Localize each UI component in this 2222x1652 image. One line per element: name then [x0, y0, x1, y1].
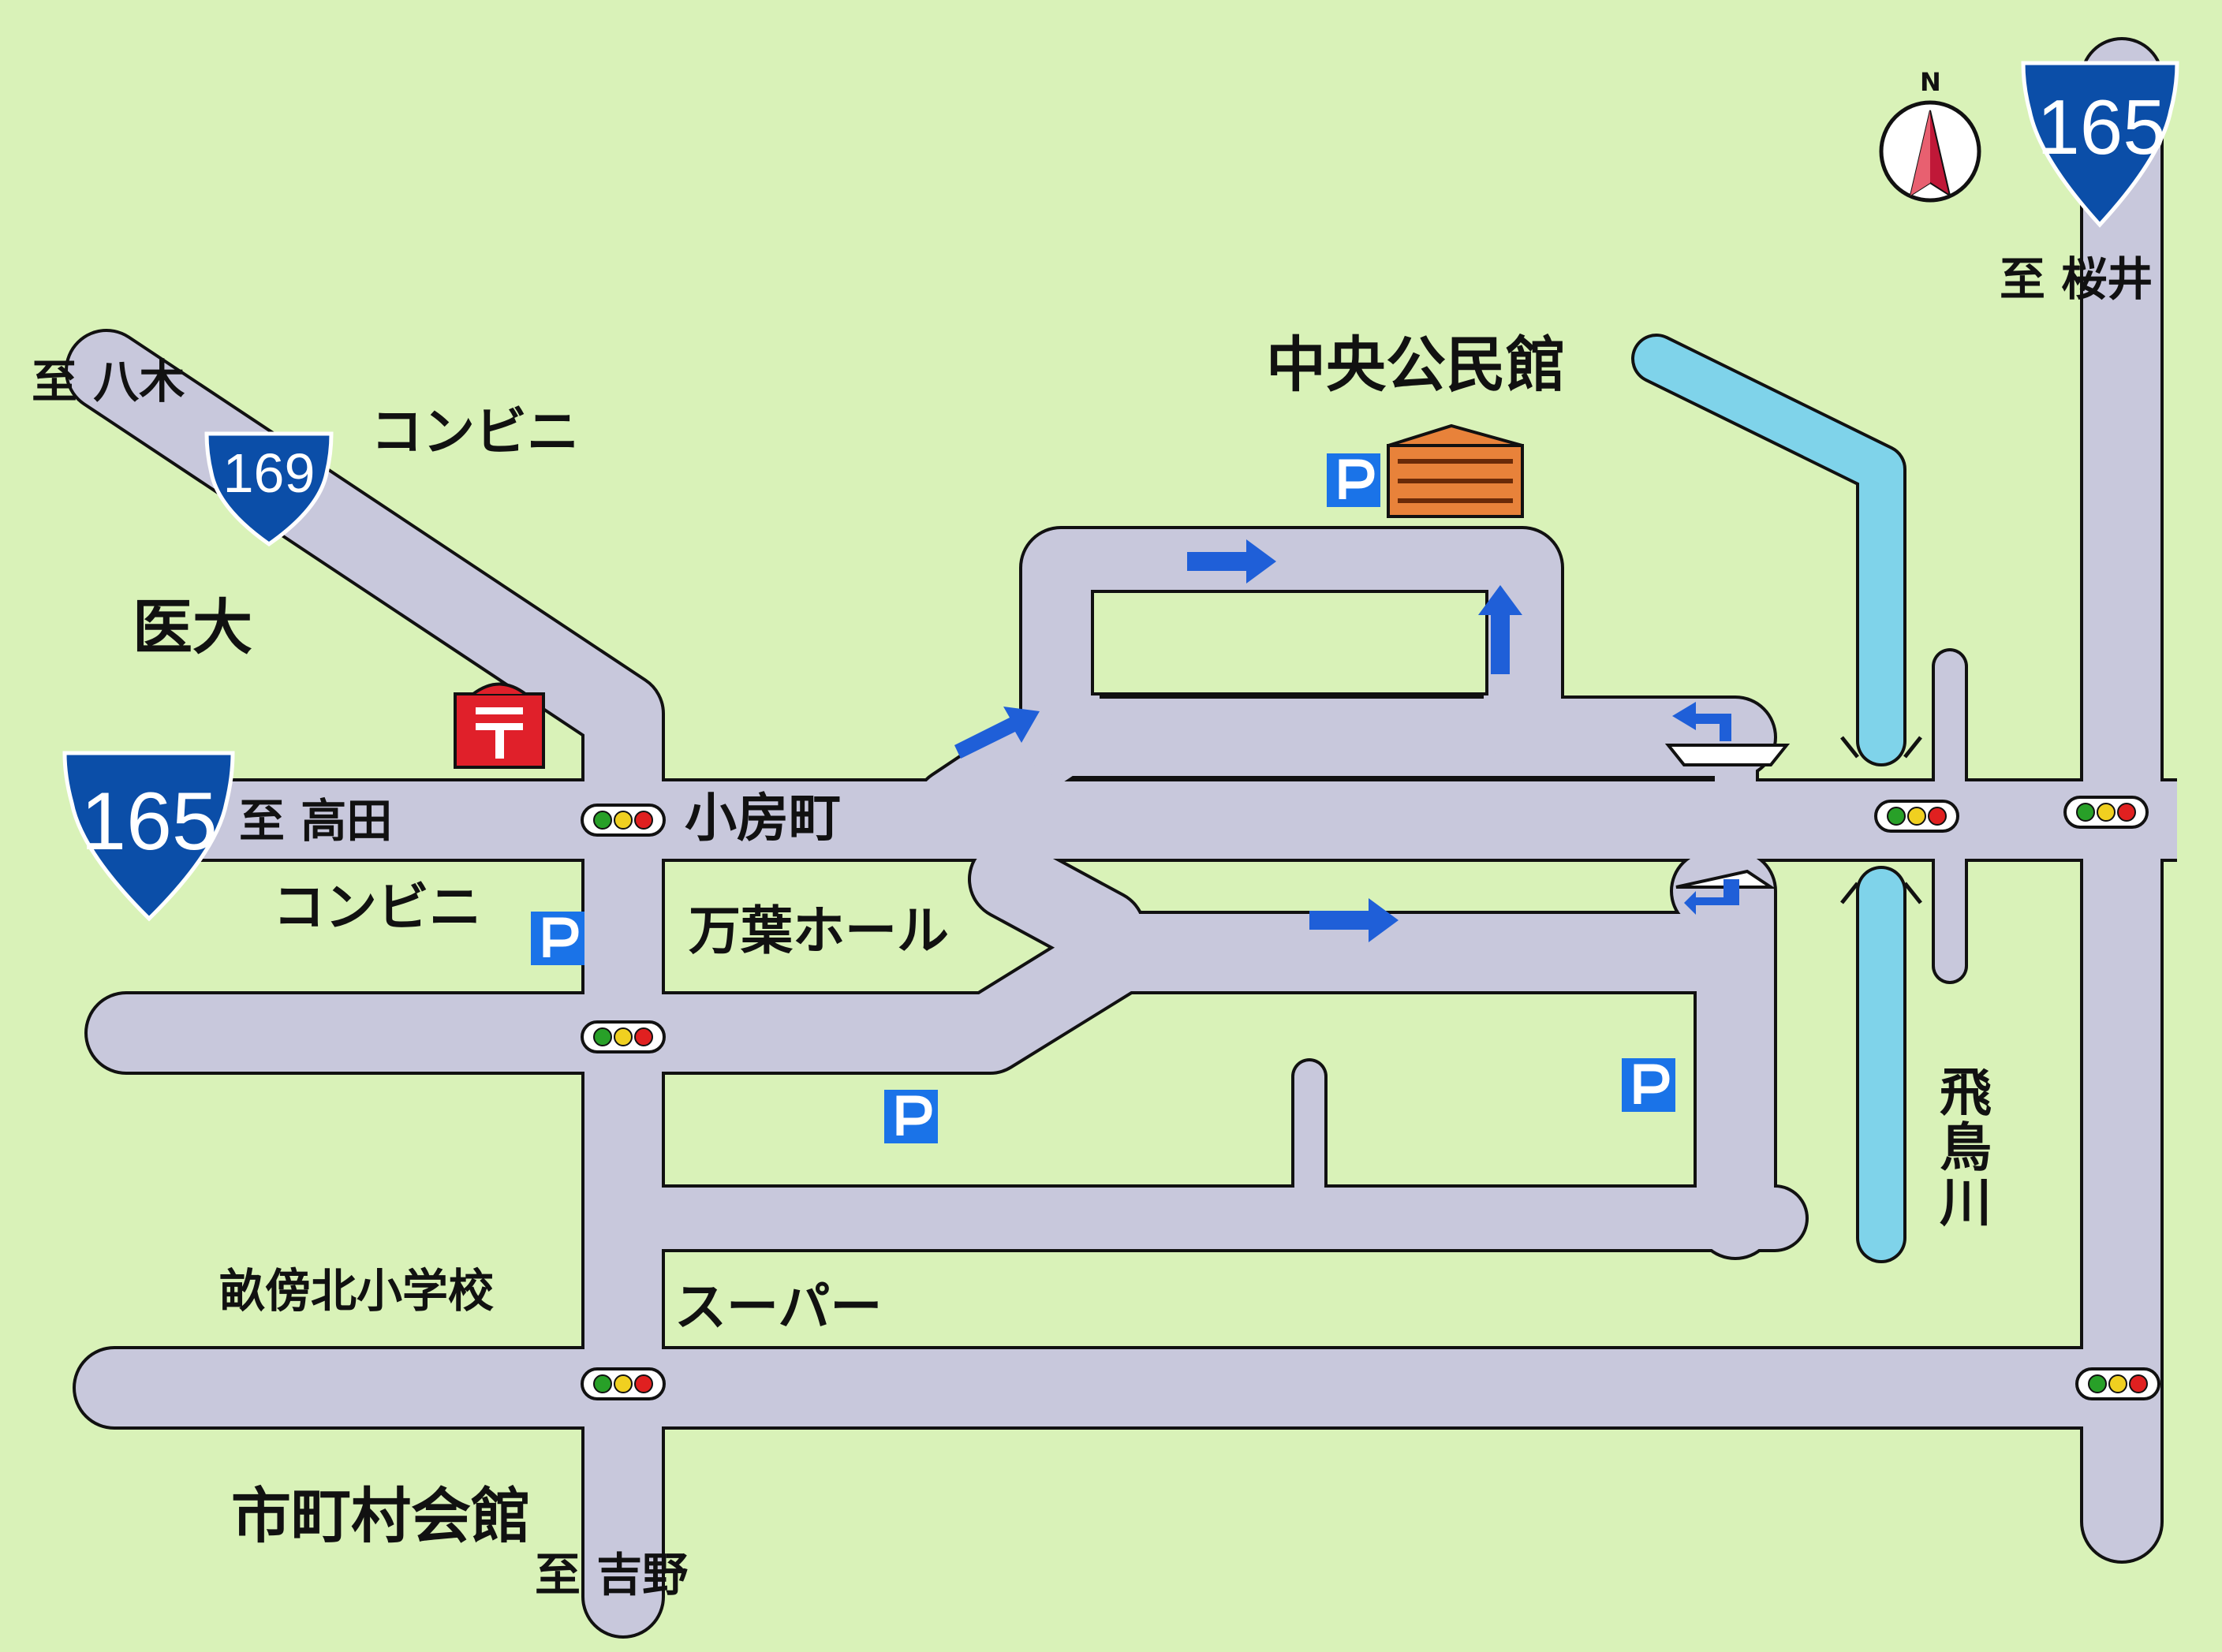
building-icon — [1387, 423, 1524, 518]
label-municipal-hall: 市町村会館 — [231, 1481, 531, 1551]
route-165-west-number: 165 — [80, 776, 218, 867]
label-school: 畝傍北小学校 — [219, 1264, 495, 1318]
label-convenience-south: コンビニ — [273, 877, 481, 938]
road-fills — [68, 40, 2177, 1635]
label-asuka-river: 飛鳥川 — [1931, 1065, 1992, 1230]
label-to-sakurai: 至 桜井 — [2000, 252, 2153, 306]
route-shield-icon — [62, 61, 2179, 922]
label-to-yagi: 至 八木 — [32, 355, 185, 408]
compass-north-icon — [1879, 100, 1981, 203]
label-idai: 医大 — [133, 592, 252, 662]
asuka-river — [1631, 334, 1906, 1263]
direction-arrow-icon — [954, 539, 1739, 942]
uturn-pad-north — [1664, 744, 1791, 766]
loop-block — [1091, 590, 1488, 695]
label-central-hall: 中央公民館 — [1266, 330, 1566, 400]
label-convenience-north: コンビニ — [371, 401, 579, 462]
route-165-east-number: 165 — [2037, 84, 2166, 170]
compass-north-label: N — [1920, 67, 1941, 97]
label-to-takada: 至 高田 — [239, 794, 393, 848]
label-manyo-hall: 万葉ホール — [689, 901, 949, 961]
post-office-icon — [454, 682, 545, 769]
label-to-yoshino: 至 吉野 — [535, 1548, 689, 1602]
route-169-number: 169 — [222, 442, 316, 504]
label-kofusa: 小房町 — [685, 788, 841, 848]
bridge — [1840, 736, 1922, 904]
label-super: スーパー — [674, 1277, 883, 1337]
